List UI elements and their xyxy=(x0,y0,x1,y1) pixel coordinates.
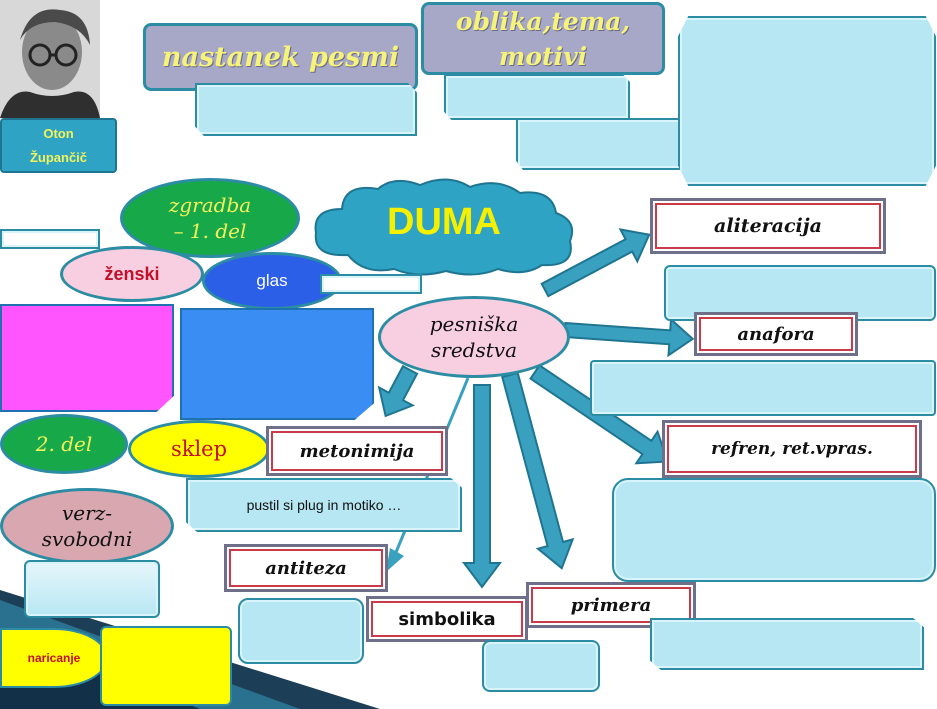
verz-answer xyxy=(24,560,160,618)
verz-label: verz- svobodni xyxy=(41,501,133,551)
del2-ellipse: 2. del xyxy=(0,414,128,474)
del2-label: 2. del xyxy=(35,432,93,456)
naricanje-shape: naricanje xyxy=(0,628,108,688)
arrow-anafora xyxy=(563,317,695,358)
pesniska-label: pesniška sredstva xyxy=(429,312,519,362)
verz-ellipse: verz- svobodni xyxy=(0,488,174,564)
antiteza-frame: antiteza xyxy=(224,544,388,592)
oblika-box: oblika,tema, motivi xyxy=(421,2,665,75)
anafora-answer xyxy=(590,360,936,416)
antiteza-label: antiteza xyxy=(265,557,347,579)
glas-answer xyxy=(320,274,422,294)
arrow-antiteza-head xyxy=(386,548,404,572)
duma-title: DUMA xyxy=(308,192,580,252)
cloud-shape-icon xyxy=(314,178,574,276)
portrait-photo-icon xyxy=(0,0,100,118)
oblika-label: oblika,tema, motivi xyxy=(455,6,631,71)
nastanek-box: nastanek pesmi xyxy=(143,23,418,91)
left-stub-top xyxy=(0,229,100,249)
nastanek-label: nastanek pesmi xyxy=(161,41,400,73)
anafora-frame: anafora xyxy=(694,312,858,356)
zenski-label: ženski xyxy=(104,263,160,284)
magenta-note xyxy=(0,304,174,412)
blue-note xyxy=(180,308,374,420)
naricanje-answer xyxy=(100,626,232,706)
duma-title-text: DUMA xyxy=(387,200,501,243)
metonimija-label: metonimija xyxy=(299,440,415,462)
aliteracija-frame: aliteracija xyxy=(650,198,886,254)
sklep-ellipse: sklep xyxy=(128,420,270,478)
arrow-primera xyxy=(501,371,575,570)
refren-label: refren, ret.vpras. xyxy=(711,439,873,459)
callout-box: pustil si plug in motiko … xyxy=(186,478,462,532)
top-right-box xyxy=(678,16,936,186)
zgradba-label: zgradba – 1. del xyxy=(168,193,252,243)
arrow-metonimija xyxy=(377,364,419,418)
arrow-aliteracija xyxy=(540,228,651,298)
pesniska-ellipse: pesniška sredstva xyxy=(378,296,570,378)
primera-label: primera xyxy=(570,594,652,616)
aliteracija-answer xyxy=(664,265,936,321)
zgradba-ellipse: zgradba – 1. del xyxy=(120,178,300,258)
poet-name: Oton Župančič xyxy=(0,118,117,173)
simbolika-answer xyxy=(482,640,600,692)
refren-frame: refren, ret.vpras. xyxy=(662,420,922,478)
naricanje-label: naricanje xyxy=(27,651,81,665)
glas-label: glas xyxy=(256,271,288,290)
aliteracija-label: aliteracija xyxy=(714,215,822,237)
anafora-label: anafora xyxy=(737,323,815,345)
poet-portrait xyxy=(0,0,100,118)
antiteza-answer xyxy=(238,598,364,664)
zenski-ellipse: ženski xyxy=(60,246,204,302)
arrow-simbolika xyxy=(462,384,502,589)
simbolika-label: simbolika xyxy=(398,608,496,630)
callout-text: pustil si plug in motiko … xyxy=(246,497,402,513)
oblika-answer-1 xyxy=(444,74,630,120)
poet-name-text: Oton Župančič xyxy=(29,125,88,165)
oblika-answer-2 xyxy=(516,118,691,170)
nastanek-answer xyxy=(195,83,417,136)
refren-answer xyxy=(612,478,936,582)
sklep-label: sklep xyxy=(170,437,228,461)
primera-answer xyxy=(650,618,924,670)
metonimija-frame: metonimija xyxy=(266,426,448,476)
simbolika-frame: simbolika xyxy=(366,596,528,642)
